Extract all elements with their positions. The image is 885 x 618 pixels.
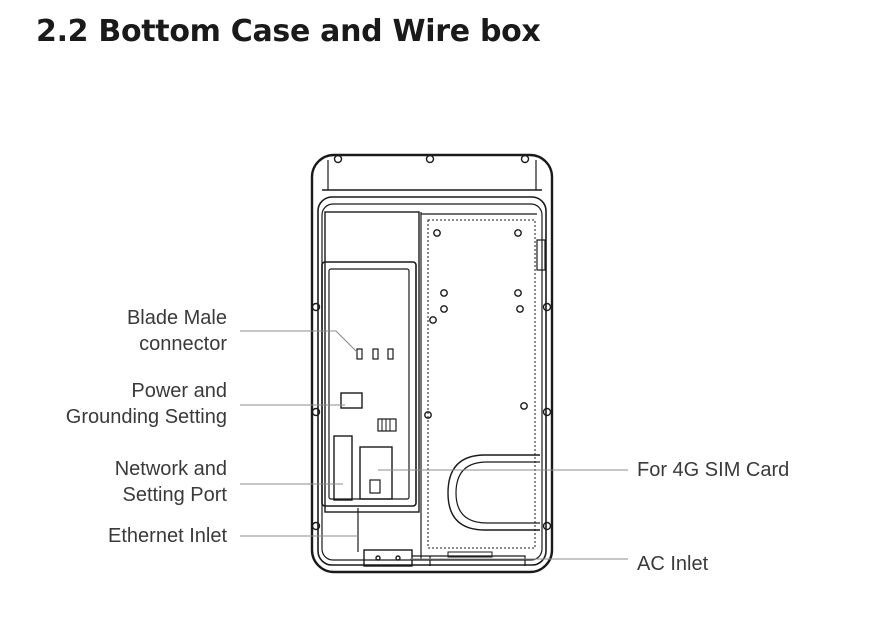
cable-loop [447, 454, 540, 531]
inner-frame [317, 196, 547, 566]
network-setting-port [333, 435, 353, 501]
label-line-2: Grounding Setting [65, 406, 227, 428]
label-blade-male-connector: Blade Male connector [127, 305, 227, 357]
main-area-dashed [427, 219, 536, 549]
label-network-setting-port: Network and Setting Port [115, 456, 227, 508]
ac-inlet [363, 549, 413, 567]
blade-panel [321, 261, 417, 507]
blade-pin [356, 348, 363, 360]
blade-pin [372, 348, 379, 360]
label-line-2: Setting Port [122, 484, 227, 506]
side-connector [536, 239, 546, 271]
label-ethernet-inlet: Ethernet Inlet [108, 525, 227, 547]
label-line-2: connector [139, 333, 227, 355]
power-ground-switch [340, 392, 363, 409]
label-line-1: Power and [131, 380, 227, 402]
label-power-grounding: Power and Grounding Setting [66, 378, 227, 430]
case-outline [310, 153, 554, 574]
wire-box [324, 211, 420, 513]
label-line-1: Network and [114, 458, 227, 480]
terminal-block [377, 418, 397, 432]
label-ac-inlet: AC Inlet [637, 553, 709, 575]
page-title: 2.2 Bottom Case and Wire box [36, 14, 541, 49]
leader-blade-male [240, 330, 358, 353]
sim-card-slot [359, 446, 393, 500]
label-sim-card: For 4G SIM Card [637, 459, 790, 481]
label-line-1: Blade Male [126, 307, 227, 329]
blade-pin [387, 348, 394, 360]
